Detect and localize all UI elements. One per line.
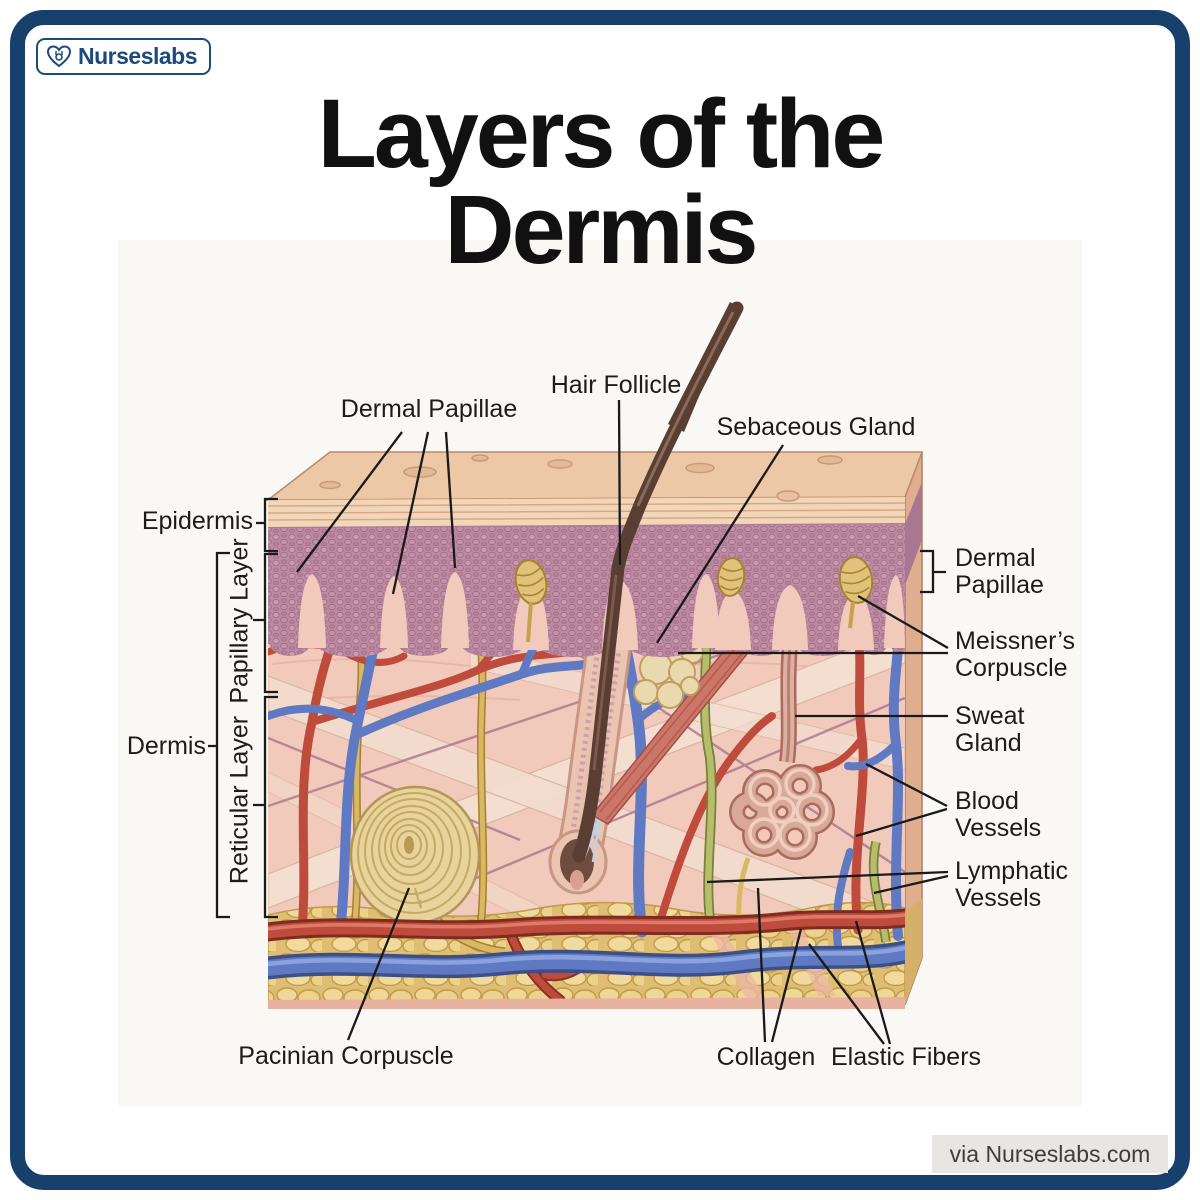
sweat-pore (776, 490, 800, 502)
sweat-gland-structure (729, 497, 835, 860)
title-line-1: Layers of the (317, 79, 886, 188)
label-dermal-papillae-top: Dermal Papillae (340, 395, 518, 423)
label-elastic-fibers: Elastic Fibers (830, 1043, 982, 1071)
label-sebaceous-gland: Sebaceous Gland (716, 413, 916, 441)
heart-stethoscope-icon (46, 44, 72, 67)
label-meissners-corpuscle: Meissner’s Corpuscle (955, 627, 1075, 682)
hair-shaft (572, 301, 744, 863)
label-sweat-gland: Sweat Gland (955, 702, 1025, 757)
label-dermal-papillae-right: Dermal Papillae (955, 544, 1044, 599)
label-reticular-layer: Reticular Layer (225, 715, 254, 885)
nurseslabs-logo: Nurseslabs (36, 38, 212, 75)
title-line-2: Dermis (444, 175, 759, 285)
label-epidermis: Epidermis (141, 507, 253, 535)
label-dermis: Dermis (126, 732, 206, 760)
label-collagen: Collagen (716, 1043, 816, 1071)
leader-lines (208, 399, 949, 1045)
label-lymphatic-vessels: Lymphatic Vessels (955, 857, 1069, 912)
label-papillary-layer: Papillary Layer (225, 538, 254, 704)
skin-surface (265, 451, 924, 527)
label-pacinian-corpuscle: Pacinian Corpuscle (238, 1042, 454, 1070)
pacinian-corpuscle-structure (349, 785, 506, 957)
meissner-corpuscles (514, 556, 874, 643)
page-title: Layers of the Dermis (0, 79, 1200, 285)
label-hair-follicle: Hair Follicle (550, 371, 682, 399)
logo-text: Nurseslabs (78, 43, 198, 69)
label-blood-vessels: Blood Vessels (955, 787, 1042, 842)
block-bottom-edge (268, 997, 905, 1009)
attribution-text: via Nurseslabs.com (949, 1140, 1151, 1167)
attribution-badge: via Nurseslabs.com (932, 1135, 1168, 1173)
